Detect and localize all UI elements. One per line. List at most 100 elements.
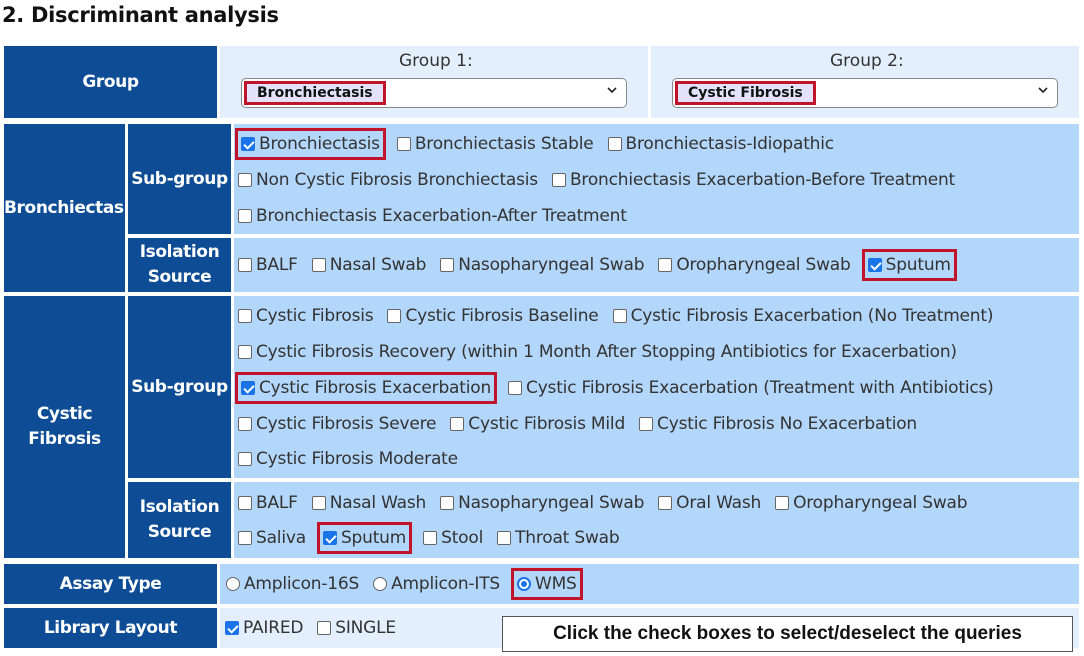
option-label: Nasal Swab — [329, 255, 427, 275]
checkbox-icon[interactable] — [551, 173, 566, 187]
option-label: Bronchiectasis Exacerbation-After Treatm… — [256, 206, 627, 226]
checkbox-nasopharyngeal-swab[interactable]: Nasopharyngeal Swab — [440, 252, 645, 278]
group1-select[interactable]: Bronchiectasis — [241, 78, 627, 108]
checkbox-checked-icon[interactable] — [241, 137, 255, 151]
checkbox-checked-icon[interactable] — [867, 258, 882, 272]
checkbox-checked-icon[interactable] — [225, 621, 239, 635]
checkbox-cf-recovery[interactable]: Cystic Fibrosis Recovery (within 1 Month… — [238, 339, 957, 365]
cf-isolation-header: Isolation Source — [128, 482, 231, 558]
option-label: BALF — [256, 255, 298, 275]
option-label: Cystic Fibrosis — [256, 306, 374, 326]
radio-icon[interactable] — [373, 577, 388, 591]
checkbox-icon[interactable] — [508, 381, 523, 395]
checkbox-icon[interactable] — [311, 258, 326, 272]
checkbox-non-cf-bronchiectasis[interactable]: Non Cystic Fibrosis Bronchiectasis — [238, 167, 538, 193]
option-label: Cystic Fibrosis Moderate — [256, 449, 458, 469]
checkbox-cf-exacerbation-no-treatment[interactable]: Cystic Fibrosis Exacerbation (No Treatme… — [612, 303, 993, 329]
checkbox-icon[interactable] — [497, 531, 512, 545]
checkbox-icon[interactable] — [440, 496, 455, 510]
isolation-label-1: Isolation — [139, 497, 220, 517]
checkbox-icon[interactable] — [238, 417, 252, 431]
checkbox-stool[interactable]: Stool — [423, 525, 483, 551]
checkbox-single[interactable]: SINGLE — [317, 615, 396, 641]
checkbox-throat-swab[interactable]: Throat Swab — [497, 525, 620, 551]
library-layout-label: Library Layout — [43, 617, 178, 638]
subgroup-label: Sub-group — [131, 376, 228, 397]
checkbox-icon[interactable] — [396, 137, 411, 151]
checkbox-icon[interactable] — [639, 417, 654, 431]
chevron-down-icon — [1037, 84, 1049, 100]
checkbox-saliva[interactable]: Saliva — [238, 525, 306, 551]
option-label: Bronchiectasis-Idiopathic — [625, 134, 835, 154]
option-label: Sputum — [340, 528, 407, 548]
checkbox-cf-moderate[interactable]: Cystic Fibrosis Moderate — [238, 446, 458, 472]
bronchiectasis-isolation-header: Isolation Source — [128, 238, 231, 292]
chevron-down-icon — [606, 84, 618, 100]
checkbox-icon[interactable] — [775, 496, 790, 510]
checkbox-sputum[interactable]: Sputum — [861, 249, 957, 281]
checkbox-sputum[interactable]: Sputum — [316, 522, 413, 554]
checkbox-oropharyngeal-swab[interactable]: Oropharyngeal Swab — [775, 490, 968, 516]
cystic-fibrosis-label: Cystic Fibrosis — [28, 404, 101, 449]
checkbox-bronchiectasis-idiopathic[interactable]: Bronchiectasis-Idiopathic — [607, 131, 835, 157]
checkbox-icon[interactable] — [238, 309, 252, 323]
isolation-label-2: Source — [147, 267, 212, 287]
checkbox-cf-mild[interactable]: Cystic Fibrosis Mild — [450, 411, 625, 437]
checkbox-icon[interactable] — [387, 309, 402, 323]
radio-icon[interactable] — [226, 577, 240, 591]
option-label: Cystic Fibrosis Recovery (within 1 Month… — [256, 342, 957, 362]
checkbox-cf-baseline[interactable]: Cystic Fibrosis Baseline — [387, 303, 599, 329]
checkbox-icon[interactable] — [238, 452, 252, 466]
checkbox-cf-no-exacerbation[interactable]: Cystic Fibrosis No Exacerbation — [639, 411, 917, 437]
checkbox-nasal-wash[interactable]: Nasal Wash — [311, 490, 427, 516]
checkbox-icon[interactable] — [607, 137, 622, 151]
checkbox-balf[interactable]: BALF — [238, 252, 298, 278]
option-label: Cystic Fibrosis Baseline — [405, 306, 599, 326]
checkbox-icon[interactable] — [612, 309, 627, 323]
cf-isolation-panel: BALF Nasal Wash Nasopharyngeal Swab Oral… — [234, 482, 1079, 558]
checkbox-bronchiectasis-exacerbation-before[interactable]: Bronchiectasis Exacerbation-Before Treat… — [551, 167, 955, 193]
checkbox-bronchiectasis-stable[interactable]: Bronchiectasis Stable — [396, 131, 594, 157]
checkbox-icon[interactable] — [658, 258, 673, 272]
checkbox-icon[interactable] — [238, 209, 252, 223]
checkbox-icon[interactable] — [238, 173, 252, 187]
checkbox-icon[interactable] — [238, 531, 252, 545]
checkbox-icon[interactable] — [311, 496, 326, 510]
checkbox-bronchiectasis[interactable]: Bronchiectasis — [235, 128, 386, 160]
checkbox-cystic-fibrosis[interactable]: Cystic Fibrosis — [238, 303, 374, 329]
checkbox-icon[interactable] — [658, 496, 673, 510]
group1-selected-value: Bronchiectasis — [244, 81, 386, 105]
option-label: Cystic Fibrosis Exacerbation — [259, 378, 492, 398]
option-label: Nasal Wash — [329, 493, 427, 513]
checkbox-oropharyngeal-swab[interactable]: Oropharyngeal Swab — [658, 252, 851, 278]
radio-amplicon-its[interactable]: Amplicon-ITS — [373, 571, 500, 597]
checkbox-icon[interactable] — [238, 345, 252, 359]
radio-amplicon-16s[interactable]: Amplicon-16S — [226, 571, 359, 597]
checkbox-checked-icon[interactable] — [241, 381, 255, 395]
checkbox-cf-severe[interactable]: Cystic Fibrosis Severe — [238, 411, 436, 437]
checkbox-icon[interactable] — [238, 258, 252, 272]
checkbox-cf-exacerbation-antibiotics[interactable]: Cystic Fibrosis Exacerbation (Treatment … — [508, 375, 994, 401]
radio-selected-icon[interactable] — [516, 577, 531, 591]
option-label: Stool — [441, 528, 484, 548]
checkbox-checked-icon[interactable] — [322, 531, 337, 545]
checkbox-icon[interactable] — [423, 531, 438, 545]
checkbox-cf-exacerbation[interactable]: Cystic Fibrosis Exacerbation — [234, 372, 498, 404]
assay-type-panel: Amplicon-16S Amplicon-ITS WMS — [220, 564, 1079, 604]
checkbox-bronchiectasis-exacerbation-after[interactable]: Bronchiectasis Exacerbation-After Treatm… — [238, 203, 627, 229]
group2-select[interactable]: Cystic Fibrosis — [672, 78, 1058, 108]
checkbox-icon[interactable] — [440, 258, 455, 272]
radio-wms[interactable]: WMS — [510, 568, 583, 600]
checkbox-nasal-swab[interactable]: Nasal Swab — [311, 252, 427, 278]
checkbox-icon[interactable] — [317, 621, 332, 635]
option-label: Bronchiectasis Exacerbation-Before Treat… — [569, 170, 955, 190]
checkbox-oral-wash[interactable]: Oral Wash — [658, 490, 761, 516]
checkbox-balf[interactable]: BALF — [238, 490, 298, 516]
checkbox-icon[interactable] — [450, 417, 465, 431]
isolation-label-1: Isolation — [139, 242, 220, 262]
checkbox-paired[interactable]: PAIRED — [225, 615, 303, 641]
checkbox-nasopharyngeal-swab[interactable]: Nasopharyngeal Swab — [440, 490, 644, 516]
option-label: Saliva — [256, 528, 306, 548]
option-label: Throat Swab — [515, 528, 620, 548]
checkbox-icon[interactable] — [238, 496, 252, 510]
